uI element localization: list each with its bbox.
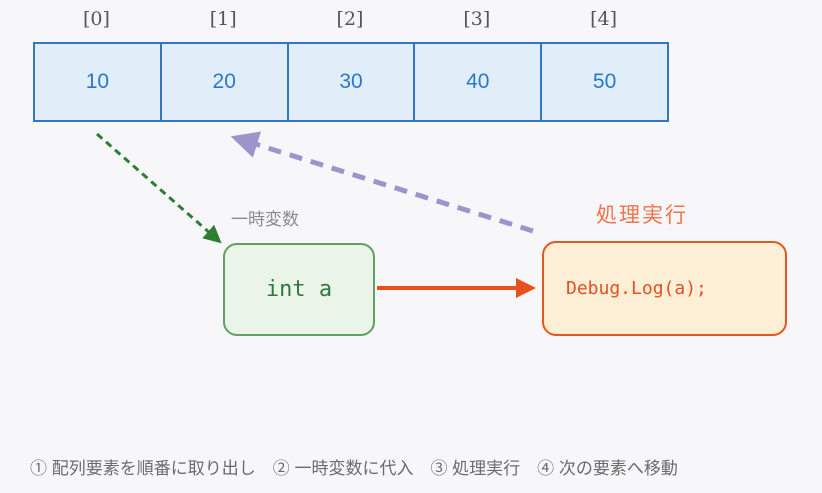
array-cell: 30 xyxy=(288,44,416,120)
array-index-label: [0] xyxy=(82,8,110,30)
array-index-label: [3] xyxy=(463,8,491,30)
array-cell: 40 xyxy=(415,44,543,120)
extract-arrow xyxy=(96,132,222,244)
array-cell: 10 xyxy=(35,44,162,120)
array-cell: 50 xyxy=(542,44,667,120)
steps-caption: ① 配列要素を順番に取り出し ② 一時変数に代入 ③ 処理実行 ④ 次の要素へ移… xyxy=(30,459,678,478)
array-index-label: [4] xyxy=(590,8,618,30)
process-box: Debug.Log(a); xyxy=(542,241,787,336)
array-index-label: [2] xyxy=(336,8,364,30)
array-index-label: [1] xyxy=(209,8,237,30)
array-box: 10 20 30 40 50 xyxy=(33,42,669,122)
process-code: Debug.Log(a); xyxy=(566,278,707,299)
temp-variable-label: 一時変数 xyxy=(231,210,299,229)
process-label: 処理実行 xyxy=(596,204,688,227)
array-cell: 20 xyxy=(161,44,289,120)
array-index-row: [0] [1] [2] [3] [4] xyxy=(33,8,667,30)
temp-variable-code: int a xyxy=(265,277,333,302)
temp-variable-box: int a xyxy=(223,243,375,336)
